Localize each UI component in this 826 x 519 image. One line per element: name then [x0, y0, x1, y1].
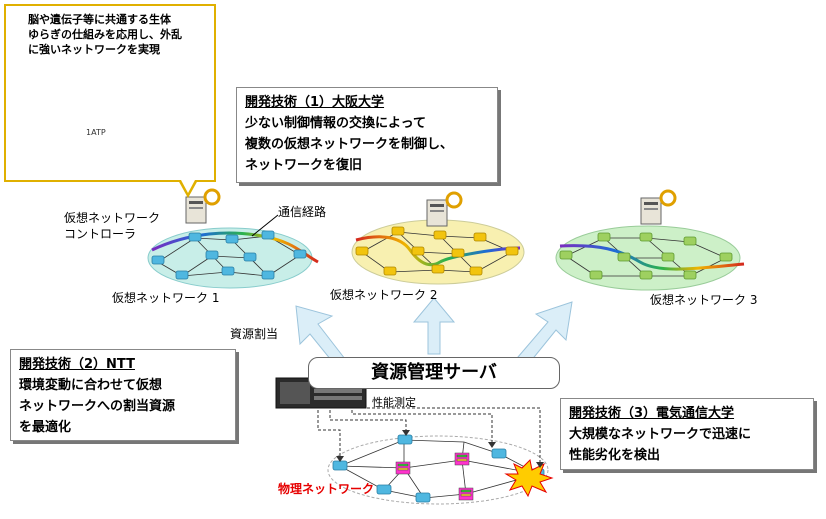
bio-callout-tail-inner [181, 180, 195, 193]
tech1-line-2: 複数の仮想ネットワークを制御し、 [245, 137, 454, 152]
vnet2-label: 仮想ネットワーク 2 [330, 288, 438, 302]
tech2-heading: 開発技術（2）NTT [19, 357, 135, 372]
bio-callout-line-1: 脳や遺伝子等に共通する生体 [28, 13, 171, 26]
bio-callout: 脳や遺伝子等に共通する生体 ゆらぎの仕組みを応用し、外乱 に強いネットワークを実… [4, 4, 216, 182]
virtual-network-2 [351, 219, 525, 285]
bio-callout-line-2: ゆらぎの仕組みを応用し、外乱 [28, 28, 182, 41]
resource-alloc-label: 資源割当 [230, 327, 279, 341]
vnet1-label: 仮想ネットワーク 1 [112, 291, 220, 305]
physical-network-label: 物理ネットワーク [278, 482, 375, 496]
comm-path-leader [251, 214, 279, 237]
tech1-line-3: ネットワークを復旧 [245, 158, 363, 173]
tech2-line-2: ネットワークへの割当資源 [19, 399, 176, 414]
tech3-line-1: 大規模なネットワークで迅速に [569, 427, 752, 442]
tech3-heading: 開発技術（3）電気通信大学 [569, 406, 735, 421]
tech3-box: 開発技術（3）電気通信大学 大規模なネットワークで迅速に 性能劣化を検出 [560, 398, 814, 470]
measurement-lines [317, 405, 541, 464]
controller-server-icon-3 [640, 189, 677, 225]
tech2-line-3: を最適化 [19, 420, 72, 435]
vnet1-nodes [151, 230, 307, 280]
resource-server-rack-icon [275, 377, 367, 409]
resource-server-title: 資源管理サーバ [308, 357, 560, 389]
perf-measure-label: 性能測定 [372, 396, 416, 409]
tech1-heading: 開発技術（1）大阪大学 [245, 95, 385, 110]
measurement-arrowheads [336, 430, 544, 468]
resource-arrow-center [412, 297, 456, 355]
tech1-line-1: 少ない制御情報の交換によって [245, 116, 426, 131]
router-icons [395, 452, 474, 501]
vnet2-nodes [355, 226, 519, 276]
vnet3-label: 仮想ネットワーク 3 [650, 293, 758, 307]
vnet3-nodes [559, 232, 733, 280]
controller-label: 仮想ネットワーク コントローラ [64, 210, 160, 242]
tech2-line-1: 環境変動に合わせて仮想 [19, 378, 163, 393]
atp-label: 1ATP [86, 128, 106, 137]
controller-label-line-2: コントローラ [64, 227, 137, 241]
controller-server-icon-2 [426, 191, 463, 227]
tech2-box: 開発技術（2）NTT 環境変動に合わせて仮想 ネットワークへの割当資源 を最適化 [10, 349, 236, 441]
bio-callout-line-3: に強いネットワークを実現 [28, 43, 160, 56]
controller-label-line-1: 仮想ネットワーク [64, 211, 161, 225]
tech1-box: 開発技術（1）大阪大学 少ない制御情報の交換によって 複数の仮想ネットワークを制… [236, 87, 498, 183]
comm-path-label: 通信経路 [278, 205, 327, 219]
tech3-line-2: 性能劣化を検出 [569, 448, 661, 463]
fault-burst-icon [504, 458, 554, 498]
